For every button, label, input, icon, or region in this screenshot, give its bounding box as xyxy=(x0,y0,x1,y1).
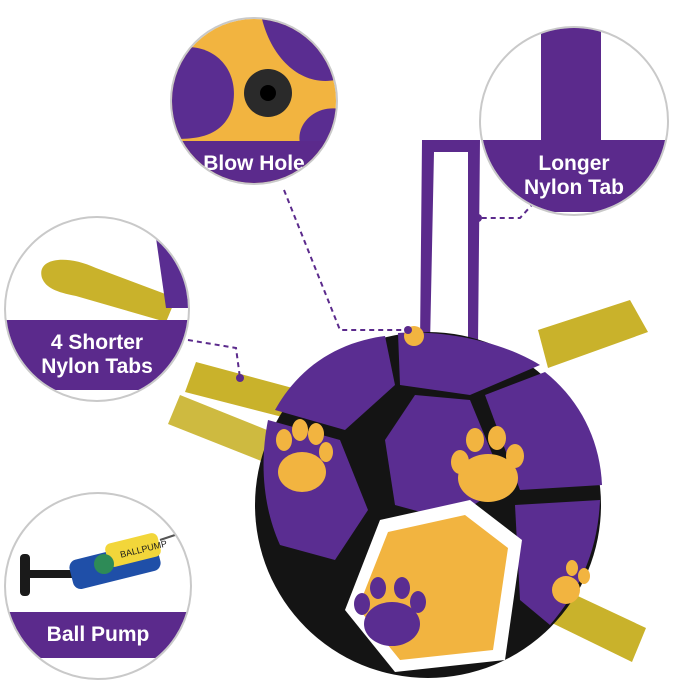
longer-nylon-tab xyxy=(420,140,480,345)
callout-blow-hole: Blow Hole xyxy=(170,17,338,185)
paw-print-icon xyxy=(276,419,333,492)
callout-shorter-tabs: 4 Shorter Nylon Tabs xyxy=(4,216,190,402)
shorter-tab-left-2 xyxy=(168,395,292,470)
shorter-tab-right xyxy=(538,300,648,368)
callout-label: Blow Hole xyxy=(172,141,336,183)
callout-label: Ball Pump xyxy=(6,612,190,658)
paw-print-icon xyxy=(552,560,590,604)
callout-label: 4 Shorter Nylon Tabs xyxy=(6,320,188,390)
callout-longer-tab: Longer Nylon Tab xyxy=(479,26,669,216)
callout-ball-pump: BALLPUMP Ball Pump xyxy=(4,492,192,680)
pump-icon: BALLPUMP xyxy=(20,531,185,596)
callout-label: Longer Nylon Tab xyxy=(481,140,667,212)
paw-print-icon xyxy=(354,577,426,646)
paw-print-icon xyxy=(451,426,524,502)
shorter-tab-bottom-right xyxy=(550,590,646,662)
